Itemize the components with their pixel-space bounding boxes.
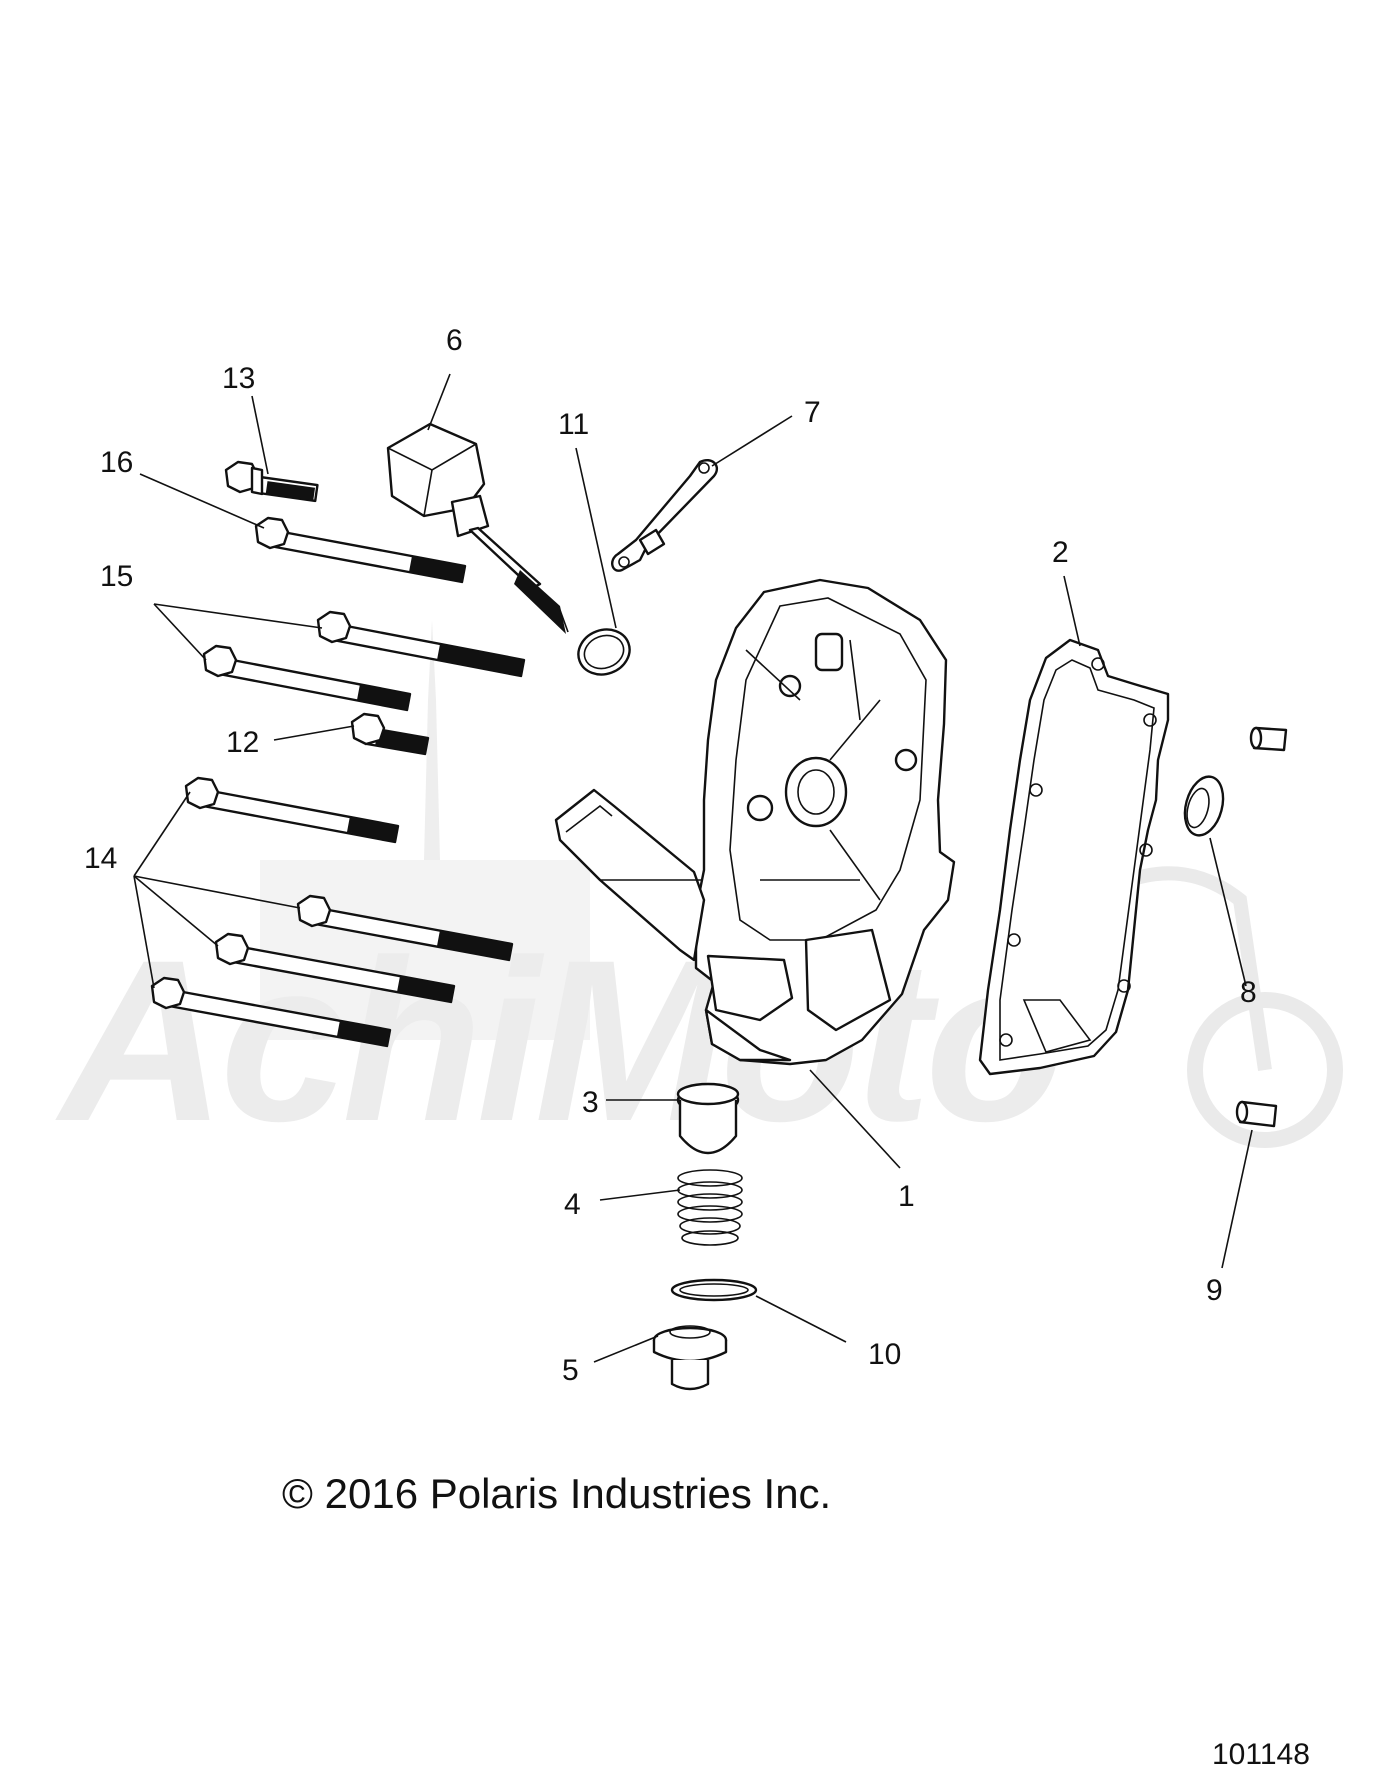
diagram-reference-number: 101148 (1212, 1738, 1310, 1771)
leader-lines (133, 373, 1253, 1363)
callout-10: 10 (868, 1338, 901, 1371)
gasket-2 (978, 638, 1170, 1076)
callout-16: 16 (100, 446, 133, 479)
callout-4: 4 (564, 1188, 581, 1221)
bolt-13 (224, 460, 319, 503)
callout-15: 15 (100, 560, 133, 593)
callout-numbers: 13 16 15 12 14 6 11 7 2 8 9 3 4 5 10 1 (84, 324, 1257, 1387)
drain-plug-5 (652, 1325, 728, 1391)
callout-12: 12 (226, 726, 259, 759)
callout-3: 3 (582, 1086, 599, 1119)
bolt-14-c (214, 932, 456, 1004)
callout-5: 5 (562, 1354, 579, 1387)
copyright-notice: © 2016 Polaris Industries Inc. (282, 1470, 832, 1517)
o-ring-11 (577, 628, 631, 676)
bolt-14-b (296, 894, 514, 962)
bolt-14-a (184, 776, 400, 844)
bolt-12 (350, 712, 430, 756)
callout-9: 9 (1206, 1274, 1223, 1307)
dipstick-6 (386, 422, 569, 634)
callout-6: 6 (446, 324, 463, 357)
bracket-7 (611, 459, 719, 572)
callout-11: 11 (558, 408, 589, 441)
o-ring-10 (670, 1278, 758, 1302)
dowel-pin-upper (1249, 726, 1288, 752)
crankcase-cover-1 (554, 578, 956, 1066)
bolt-16 (254, 516, 467, 584)
callout-13: 13 (222, 362, 255, 395)
callout-1: 1 (898, 1180, 915, 1213)
seal-8 (1183, 775, 1225, 837)
bolt-15-lower (202, 644, 412, 712)
spring-4 (677, 1169, 743, 1246)
bolt-14-d (150, 976, 392, 1048)
callout-7: 7 (804, 396, 821, 429)
callout-8: 8 (1240, 976, 1257, 1009)
dowel-pin-9 (1235, 1100, 1278, 1128)
callout-2: 2 (1052, 536, 1069, 569)
plunger-3 (676, 1082, 740, 1154)
bolt-15-upper (316, 610, 526, 678)
callout-14: 14 (84, 842, 117, 875)
